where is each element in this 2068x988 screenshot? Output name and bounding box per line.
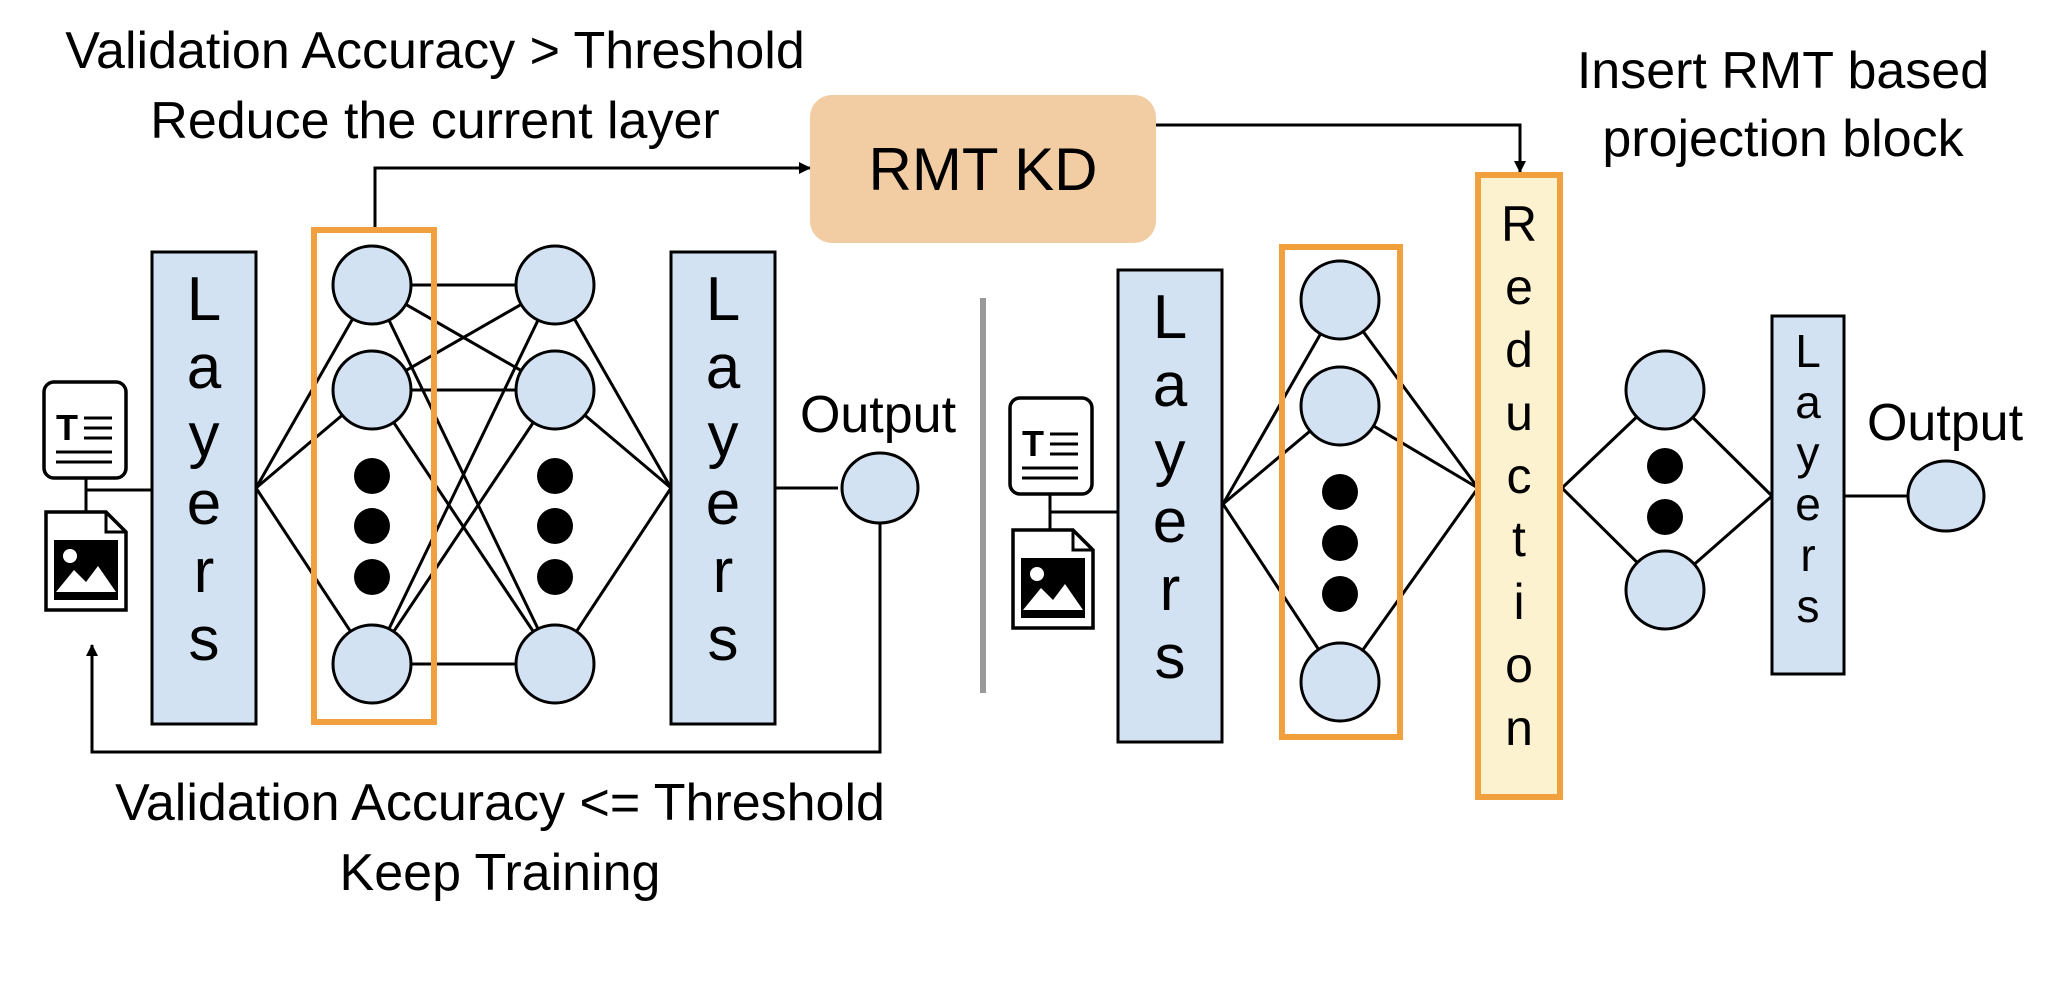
neuron — [331, 349, 413, 431]
reduce-layer-arrow — [373, 162, 811, 228]
ellipsis-dot — [354, 508, 390, 544]
neuron — [514, 244, 596, 326]
ellipsis-dot — [1647, 499, 1683, 535]
left-hidden-layer-2 — [514, 244, 596, 705]
right-output-node — [1906, 459, 1986, 533]
right-output-label: Output — [1867, 394, 2024, 452]
reduction-block — [1475, 172, 1563, 800]
right-top-caption-line2: projection block — [1602, 110, 1964, 168]
ellipsis-dot — [354, 458, 390, 494]
left-hidden-layer-1 — [331, 244, 413, 705]
right-output-layers-block — [1770, 314, 1846, 676]
neuron — [331, 623, 413, 705]
left-bottom-caption-line1: Validation Accuracy <= Threshold — [115, 774, 885, 832]
right-hidden-layer-1 — [1299, 259, 1381, 723]
ellipsis-dot — [537, 559, 573, 595]
text-document-icon: T — [1008, 396, 1094, 496]
neuron — [1299, 365, 1381, 447]
left-top-caption-line2: Reduce the current layer — [150, 92, 719, 150]
left-output-layers-block — [669, 250, 777, 726]
text-document-icon: T — [42, 380, 128, 480]
ellipsis-dot — [1322, 525, 1358, 561]
neuron — [1299, 259, 1381, 341]
neuron — [514, 623, 596, 705]
left-output-node — [840, 451, 920, 525]
ellipsis-dot — [537, 458, 573, 494]
ellipsis-dot — [1322, 576, 1358, 612]
right-top-caption-line1: Insert RMT based — [1577, 42, 1989, 100]
rmt-kd-label: RMT KD — [869, 136, 1098, 203]
keep-training-loop-arrow — [86, 522, 882, 754]
svg-text:T: T — [56, 407, 78, 448]
left-output-label: Output — [800, 386, 957, 444]
neuron — [1299, 641, 1381, 723]
image-file-icon — [44, 510, 128, 612]
rmt-kd-box — [810, 95, 1156, 243]
right-hidden-layer-2 — [1624, 349, 1706, 631]
neuron — [1624, 549, 1706, 631]
svg-text:T: T — [1022, 423, 1044, 464]
right-input-layers-block — [1116, 268, 1224, 744]
neuron — [1624, 349, 1706, 431]
neuron — [331, 244, 413, 326]
right-reduced-layer-highlight — [1279, 244, 1403, 740]
insert-projection-arrow — [1156, 123, 1526, 173]
image-file-icon — [1011, 528, 1095, 630]
left-input-layers-block — [150, 250, 258, 726]
left-top-caption-line1: Validation Accuracy > Threshold — [65, 22, 805, 80]
ellipsis-dot — [354, 559, 390, 595]
left-bottom-caption-line2: Keep Training — [340, 844, 661, 902]
neuron — [514, 349, 596, 431]
ellipsis-dot — [537, 508, 573, 544]
ellipsis-dot — [1647, 448, 1683, 484]
left-current-layer-highlight — [311, 227, 437, 725]
ellipsis-dot — [1322, 474, 1358, 510]
